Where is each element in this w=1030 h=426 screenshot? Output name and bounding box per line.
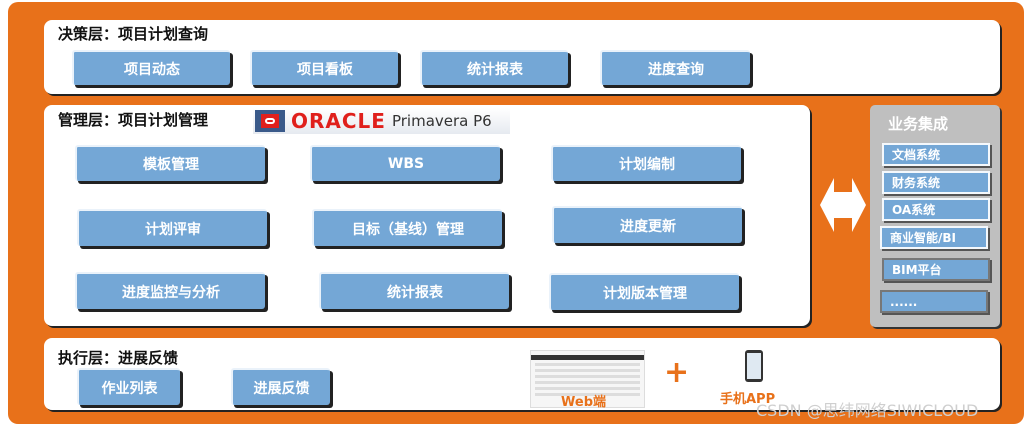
- integration-title: 业务集成: [888, 115, 949, 133]
- progress-monitoring-button[interactable]: 进度监控与分析: [75, 272, 265, 309]
- bim-platform-item[interactable]: BIM平台: [882, 258, 990, 281]
- statistics-report-button-2[interactable]: 统计报表: [319, 272, 509, 309]
- baseline-management-button[interactable]: 目标（基线）管理: [312, 209, 502, 246]
- plan-version-management-button[interactable]: 计划版本管理: [549, 273, 739, 310]
- template-management-button[interactable]: 模板管理: [75, 145, 265, 181]
- more-item[interactable]: ......: [880, 290, 988, 313]
- phone-icon: [745, 350, 763, 382]
- execution-layer-panel: 执行层：进展反馈: [44, 338, 1000, 410]
- oa-system-item[interactable]: OA系统: [882, 198, 990, 221]
- mobile-app-label: 手机APP: [720, 392, 776, 407]
- wbs-button[interactable]: WBS: [310, 145, 500, 181]
- plan-preparation-button[interactable]: 计划编制: [551, 145, 741, 181]
- product-name: Primavera P6: [391, 112, 492, 130]
- decision-layer-title: 决策层：项目计划查询: [58, 25, 209, 43]
- plan-review-button[interactable]: 计划评审: [77, 209, 267, 246]
- progress-update-button[interactable]: 进度更新: [552, 206, 742, 243]
- oracle-wordmark: ORACLE: [291, 109, 386, 133]
- plus-icon: +: [664, 355, 690, 390]
- document-system-item[interactable]: 文档系统: [882, 143, 990, 166]
- statistics-report-button[interactable]: 统计报表: [420, 50, 568, 85]
- oracle-primavera-logo: ORACLE Primavera P6: [253, 108, 510, 134]
- business-integration-panel: 业务集成 文档系统 财务系统 OA系统 商业智能/BI BIM平台 ......: [870, 105, 1000, 327]
- watermark: CSDN @思纬网络SIWICLOUD: [756, 401, 979, 420]
- project-dynamics-button[interactable]: 项目动态: [72, 50, 230, 85]
- finance-system-item[interactable]: 财务系统: [882, 171, 990, 194]
- activity-list-button[interactable]: 作业列表: [77, 368, 180, 405]
- oracle-icon: [255, 110, 285, 132]
- web-label: Web端: [561, 395, 606, 410]
- bi-item[interactable]: 商业智能/BI: [880, 226, 988, 249]
- progress-query-button[interactable]: 进度查询: [600, 50, 750, 85]
- execution-layer-title: 执行层：进展反馈: [58, 349, 179, 367]
- web-screenshot: Web端: [530, 350, 645, 410]
- double-arrow-icon: [820, 178, 866, 232]
- management-layer-title: 管理层：项目计划管理: [58, 111, 209, 129]
- progress-feedback-button[interactable]: 进展反馈: [231, 368, 330, 405]
- project-board-button[interactable]: 项目看板: [250, 50, 398, 85]
